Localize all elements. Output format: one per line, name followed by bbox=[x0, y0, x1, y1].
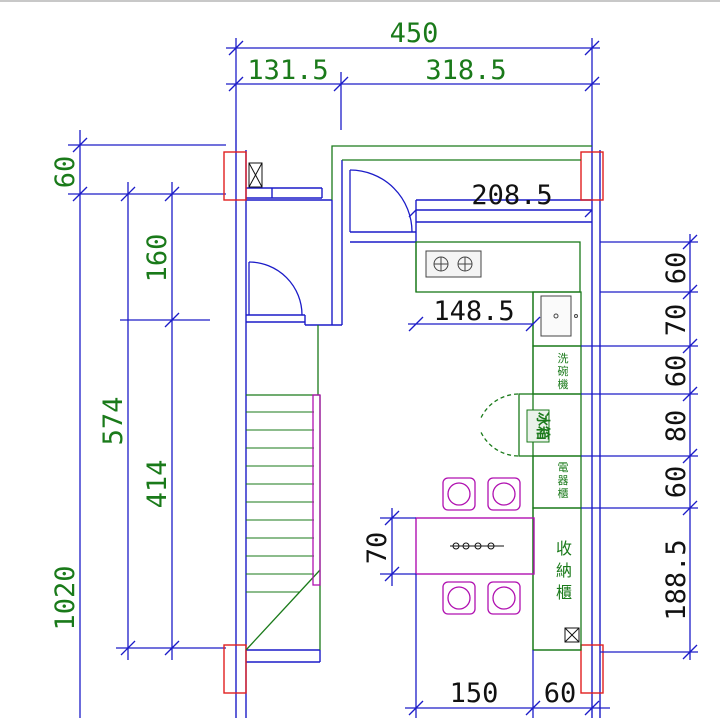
inner-dimensions bbox=[408, 209, 593, 332]
dim-top-right: 318.5 bbox=[425, 55, 506, 86]
top-dimensions bbox=[226, 38, 600, 130]
svg-text:洗: 洗 bbox=[558, 352, 569, 365]
dim-right-80: 80 bbox=[661, 410, 692, 443]
sink-icon bbox=[540, 295, 578, 337]
fridge-label: 冰箱 bbox=[526, 409, 551, 443]
dim-left-60: 60 bbox=[50, 156, 81, 189]
dim-left-574: 574 bbox=[98, 397, 129, 446]
stove-icon bbox=[425, 250, 482, 278]
dim-top-left: 131.5 bbox=[247, 55, 328, 86]
dim-right-60c: 60 bbox=[661, 466, 692, 499]
duct-box bbox=[248, 162, 263, 188]
appliance-label: 電 器 櫃 bbox=[558, 461, 569, 500]
chair-top-left bbox=[442, 477, 476, 511]
svg-text:冰箱: 冰箱 bbox=[534, 412, 551, 440]
dim-left-1020: 1020 bbox=[50, 565, 81, 630]
right-dimensions bbox=[581, 234, 698, 660]
dim-left-160: 160 bbox=[142, 234, 173, 283]
dishwasher-label: 洗 碗 機 bbox=[558, 352, 569, 391]
storage-label: 收 納 櫃 bbox=[556, 539, 572, 602]
svg-text:機: 機 bbox=[558, 377, 569, 391]
stair-handrail bbox=[312, 394, 321, 586]
dim-right-188: 188.5 bbox=[661, 539, 692, 620]
window-top-border bbox=[0, 0, 720, 2]
drain-box-icon bbox=[564, 627, 580, 643]
doors bbox=[248, 169, 413, 316]
dim-top-total: 450 bbox=[390, 18, 439, 49]
left-dimensions bbox=[68, 130, 226, 718]
columns bbox=[223, 151, 604, 694]
dim-148: 148.5 bbox=[433, 296, 514, 327]
dim-208: 208.5 bbox=[471, 180, 552, 211]
staircase bbox=[246, 411, 314, 593]
chair-bottom-left bbox=[442, 581, 476, 615]
svg-text:碗: 碗 bbox=[558, 364, 569, 378]
svg-text:納: 納 bbox=[556, 561, 572, 580]
dim-right-70: 70 bbox=[661, 304, 692, 337]
dim-bottom-60: 60 bbox=[544, 678, 577, 709]
bottom-dimensions bbox=[405, 574, 610, 718]
dining-chairs bbox=[442, 477, 521, 615]
chair-top-right bbox=[487, 477, 521, 511]
dim-right-60b: 60 bbox=[661, 355, 692, 388]
table-dimension bbox=[380, 508, 416, 586]
svg-text:器: 器 bbox=[558, 474, 569, 487]
dim-bottom-150: 150 bbox=[450, 678, 499, 709]
walls bbox=[235, 130, 601, 718]
svg-text:櫃: 櫃 bbox=[556, 583, 572, 602]
dim-right-60a: 60 bbox=[661, 252, 692, 285]
fridge-door-swing bbox=[479, 393, 519, 457]
dim-left-414: 414 bbox=[142, 460, 173, 509]
svg-text:收: 收 bbox=[556, 539, 572, 558]
svg-text:櫃: 櫃 bbox=[558, 486, 569, 500]
chair-bottom-right bbox=[487, 581, 521, 615]
dining-table bbox=[415, 517, 535, 575]
table-centerpiece bbox=[450, 542, 504, 550]
dim-table-70: 70 bbox=[362, 532, 393, 565]
svg-text:電: 電 bbox=[558, 461, 569, 474]
